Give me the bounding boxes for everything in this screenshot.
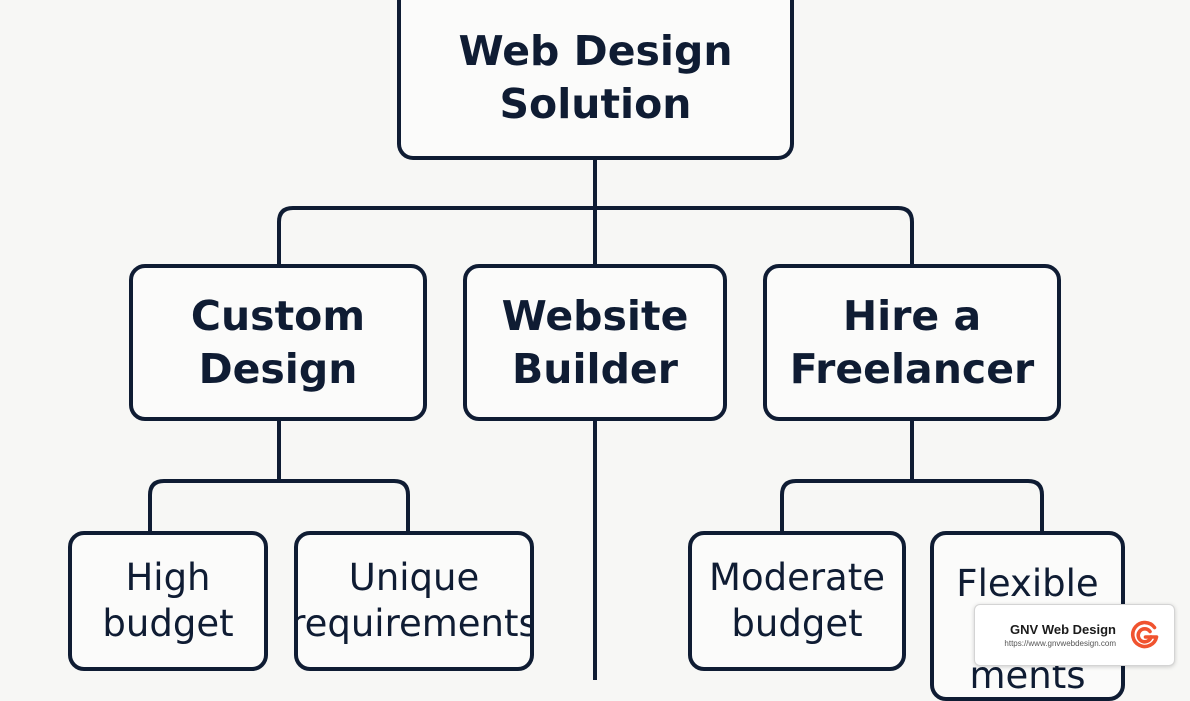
option-node-label: Hire a Freelancer	[789, 291, 1035, 393]
watermark-name: GNV Web Design	[1010, 621, 1116, 637]
option-node-hire-freelancer: Hire a Freelancer	[763, 264, 1061, 421]
gnv-g-logo-icon	[1131, 620, 1159, 649]
decision-tree-diagram: Web Design Solution Custom Design Websit…	[68, 0, 1125, 701]
watermark-url: https://www.gnvwebdesign.com	[1004, 638, 1116, 648]
root-node-label: Web Design Solution	[458, 27, 733, 128]
freelancer-branch-bar	[780, 479, 1044, 533]
option-node-website-builder: Website Builder	[463, 264, 727, 421]
root-node-web-design-solution: Web Design Solution	[397, 0, 794, 160]
criteria-node-unique-requirements: Unique requirements	[294, 531, 534, 671]
watermark-badge[interactable]: GNV Web Design https://www.gnvwebdesign.…	[974, 604, 1175, 666]
root-branch-bar	[277, 206, 914, 266]
criteria-node-high-budget: High budget	[68, 531, 268, 671]
option-node-label: Website Builder	[501, 291, 689, 393]
connector-lines	[148, 158, 1044, 680]
option-node-custom-design: Custom Design	[129, 264, 427, 421]
criteria-node-moderate-budget: Moderate budget	[688, 531, 906, 671]
option-node-label: Custom Design	[190, 291, 366, 393]
criteria-node-label: High budget	[102, 556, 234, 645]
criteria-node-label: Unique requirements	[294, 556, 534, 645]
watermark-text: GNV Web Design https://www.gnvwebdesign.…	[1004, 622, 1116, 649]
criteria-node-label: Moderate budget	[709, 556, 885, 645]
custom-branch-bar	[148, 479, 410, 533]
